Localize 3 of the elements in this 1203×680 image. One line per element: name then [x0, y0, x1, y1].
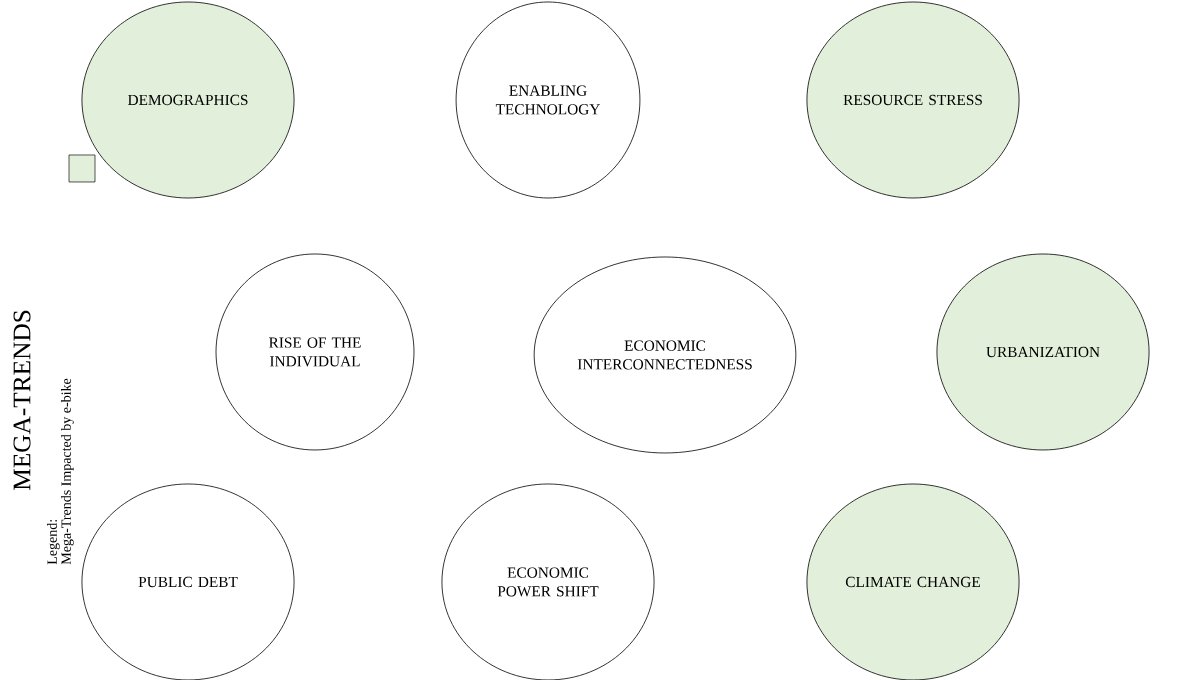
legend-text: Mega-Trends Impacted by e-bike	[61, 378, 74, 565]
legend-heading: Legend:	[47, 519, 60, 565]
title: MEGA-TRENDS	[13, 310, 31, 491]
